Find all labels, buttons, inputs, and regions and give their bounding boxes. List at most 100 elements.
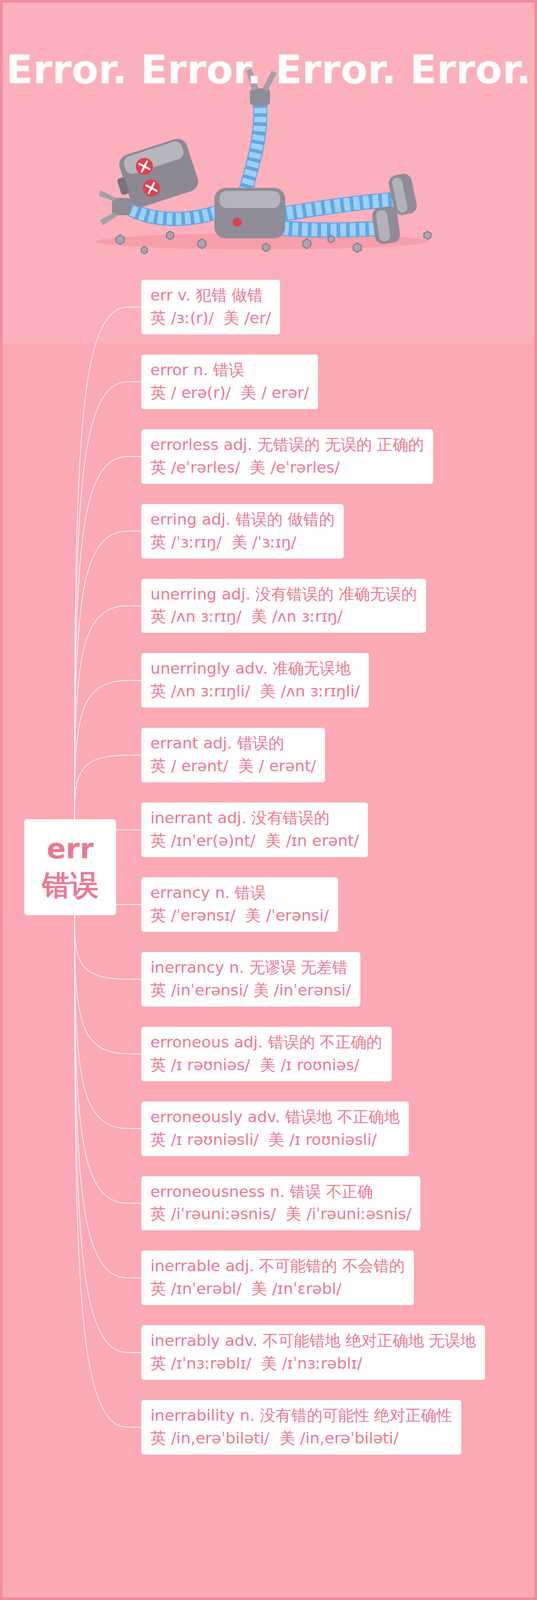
body-light (232, 217, 242, 227)
leg-tube (282, 228, 384, 230)
robot-head (110, 136, 201, 212)
connector-line (74, 914, 142, 1427)
nut (141, 246, 148, 254)
eye-cross (146, 182, 157, 193)
robot-illustration (0, 0, 537, 263)
connector-line (74, 914, 142, 1352)
word-meaning: erring adj. 错误的 做错的 (150, 507, 335, 531)
word-meaning: inerrancy n. 无谬误 无差错 (150, 955, 352, 979)
arm-tube (242, 103, 261, 202)
pronunciation: 英 /in,erəˈbiləti/ 美 /in,erəˈbiləti/ (150, 1425, 453, 1449)
word-box: errant adj. 错误的英 / erənt/ 美 / erənt/ (141, 727, 326, 782)
word-box: erroneous adj. 错误的 不正确的英 /ɪ rəʊniəs/ 美 /… (141, 1026, 392, 1081)
connector-line (74, 306, 142, 819)
head-bolt (116, 176, 130, 196)
banner-title: Error. Error. Error. Error. (6, 50, 531, 90)
word-box: erroneousness n. 错误 不正确英 /iˈrəuniːəsnis/… (141, 1175, 421, 1230)
pronunciation: 英 /ʌn ɜːrɪŋli/ 美 /ʌn ɜːrɪŋli/ (150, 679, 360, 703)
connector-line (74, 754, 142, 819)
connector-line (74, 679, 142, 819)
word-meaning: errorless adj. 无错误的 无误的 正确的 (150, 433, 424, 456)
pronunciation: 英 /ɪ rəʊniəsli/ 美 /ɪ roʊniəsli/ (150, 1127, 400, 1151)
claw-finger (98, 189, 117, 201)
nut (197, 238, 206, 249)
word-box: inerrant adj. 没有错误的英 /ɪnˈer(ə)nt/ 美 /ɪn … (141, 801, 368, 857)
connector-line (74, 914, 142, 1129)
word-box: inerrably adv. 不可能错地 绝对正确地 无误地英 /ɪˈnɜːrə… (141, 1324, 486, 1379)
arm-rings (128, 207, 218, 219)
robot-eye (133, 155, 156, 178)
word-meaning: erroneous adj. 错误的 不正确的 (150, 1030, 383, 1053)
word-box: inerrability n. 没有错的可能性 绝对正确性英 /in,erəˈb… (141, 1399, 462, 1454)
eye-cross (139, 161, 150, 172)
word-meaning: inerrably adv. 不可能错地 绝对正确地 无误地 (150, 1328, 476, 1352)
connector-line (74, 914, 142, 1054)
head-shell (116, 136, 201, 210)
word-meaning: inerrable adj. 不可能错的 不会错的 (150, 1253, 405, 1277)
body-highlight (219, 190, 281, 208)
pronunciation: 英 /ɪnˈer(ə)nt/ 美 /ɪn erənt/ (150, 828, 359, 852)
pronunciation: 英 /ɜː(r)/ 美 /er/ (150, 306, 272, 330)
word-box: erroneously adv. 错误地 不正确地英 /ɪ rəʊniəsli/… (141, 1100, 409, 1156)
connector-line (74, 914, 142, 1278)
robot-eye (140, 177, 163, 199)
nut (262, 243, 270, 252)
connector-line (74, 605, 142, 819)
pronunciation: 英 / erənt/ 美 / erənt/ (150, 754, 316, 777)
connector-line (74, 914, 142, 979)
word-meaning: errant adj. 错误的 (150, 731, 316, 755)
pronunciation: 英 /ɪ rəʊniəs/ 美 /ɪ roʊniəs/ (150, 1052, 383, 1076)
foot-highlight (391, 176, 409, 214)
word-meaning: unerringly adv. 准确无误地 (150, 656, 360, 680)
word-box: errorless adj. 无错误的 无误的 正确的英 /eˈrərles/ … (141, 428, 434, 484)
pronunciation: 英 /ɪˈnɜːrəblɪ/ 美 /ɪˈnɜːrəblɪ/ (150, 1351, 476, 1374)
root-word: 错误 (39, 866, 101, 904)
word-meaning: error n. 错误 (150, 358, 309, 382)
claw-base (112, 197, 132, 216)
pronunciation: 英 /ʌn ɜːrɪŋ/ 美 /ʌn ɜːrɪŋ/ (150, 604, 417, 628)
leg-rings (282, 228, 384, 230)
word-box: error n. 错误英 / erə(r)/ 美 / erər/ (141, 354, 318, 409)
connector-line (74, 530, 142, 820)
nut (116, 234, 125, 245)
word-box: unerringly adv. 准确无误地英 /ʌn ɜːrɪŋli/ 美 /ʌ… (141, 652, 369, 708)
root-word: err (39, 829, 101, 867)
word-meaning: unerring adj. 没有错误的 准确无误的 (150, 582, 417, 606)
word-box: unerring adj. 没有错误的 准确无误的英 /ʌn ɜːrɪŋ/ 美 … (141, 578, 426, 633)
arm-tube (128, 207, 218, 219)
word-meaning: erroneousness n. 错误 不正确 (150, 1179, 412, 1203)
foot-highlight (375, 209, 391, 242)
nut (166, 231, 174, 240)
arm-rings (242, 103, 261, 202)
connector-line (116, 828, 142, 830)
nut (353, 242, 362, 253)
nut (328, 235, 335, 243)
word-meaning: err v. 犯错 做错 (150, 283, 272, 307)
nut (423, 231, 432, 240)
word-meaning: erroneously adv. 错误地 不正确地 (150, 1104, 400, 1128)
claw-base (249, 88, 271, 106)
pronunciation: 英 / erə(r)/ 美 / erər/ (150, 381, 309, 404)
word-box: errancy n. 错误英 /ˈerənsɪ/ 美 /ˈerənsi/ (141, 876, 339, 932)
head-highlight (122, 139, 186, 176)
scattered-nuts (116, 231, 432, 254)
robot-foot (370, 205, 402, 245)
word-box: erring adj. 错误的 做错的英 /ˈɜːrɪŋ/ 美 /ˈɜːɪŋ/ (141, 503, 344, 559)
nut (302, 238, 311, 249)
robot-body (214, 187, 286, 239)
connector-line (74, 381, 142, 819)
connector-line (74, 456, 142, 820)
word-meaning: inerrant adj. 没有错误的 (150, 806, 359, 829)
pronunciation: 英 /iˈrəuniːəsnis/ 美 /iˈrəuniːəsnis/ (150, 1201, 412, 1225)
pronunciation: 英 /eˈrərles/ 美 /eˈrərles/ (150, 455, 424, 479)
root-box: err错误 (24, 818, 117, 915)
connector-line (74, 914, 142, 1203)
word-meaning: inerrability n. 没有错的可能性 绝对正确性 (150, 1403, 453, 1426)
connector-line (116, 903, 142, 904)
pronunciation: 英 /ˈerənsɪ/ 美 /ˈerənsi/ (150, 903, 330, 927)
claw-finger (99, 211, 118, 226)
word-box: err v. 犯错 做错英 /ɜː(r)/ 美 /er/ (141, 279, 281, 335)
word-meaning: errancy n. 错误 (150, 880, 330, 904)
pronunciation: 英 /ˈɜːrɪŋ/ 美 /ˈɜːɪŋ/ (150, 530, 335, 554)
